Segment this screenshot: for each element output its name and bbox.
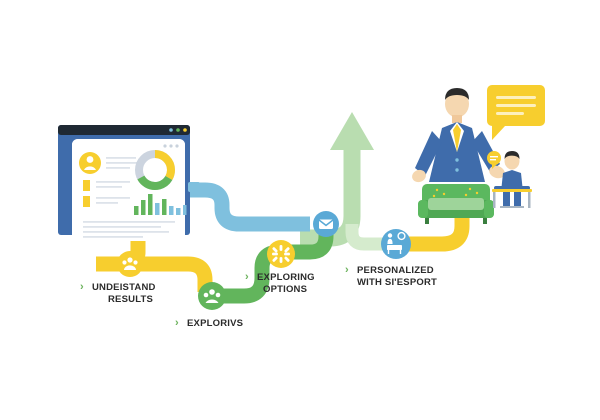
step-3-label-line1: EXPLORING	[257, 272, 315, 283]
speech-bubble	[487, 85, 545, 140]
donut-chart	[135, 150, 175, 190]
green-sofa	[418, 184, 494, 224]
step-4-label-line2: WITH SI'ESPORT	[357, 277, 438, 288]
step-4-chevron: ›	[345, 264, 349, 276]
path-green-light-branch	[345, 224, 396, 251]
path-yellow-right	[396, 214, 470, 252]
businessman-figure	[412, 88, 505, 183]
step-3-chevron: ›	[245, 271, 249, 283]
step-2-label-line1: EXPLORIVS	[187, 318, 244, 329]
user-avatar-icon	[79, 152, 101, 174]
step-1-label-line1: UNDEISTAND	[92, 282, 156, 293]
chat-badge-icon	[487, 151, 501, 169]
step-marker-1[interactable]	[117, 251, 143, 277]
step-2-chevron: ›	[175, 317, 179, 329]
mail-marker[interactable]	[313, 211, 339, 237]
step-1-label-line2: RESULTS	[108, 294, 154, 305]
card-dot-1	[163, 144, 167, 148]
path-blue	[150, 182, 310, 232]
step-1-chevron: ›	[80, 281, 84, 293]
step-marker-2[interactable]	[198, 282, 226, 310]
seated-person-figure	[487, 151, 532, 208]
step-4-label-line1: PERSONALIZED	[357, 265, 434, 276]
titlebar-dot-2	[176, 128, 180, 132]
step-marker-3[interactable]	[267, 240, 295, 268]
bar-chart	[134, 194, 187, 215]
titlebar-dot-1	[169, 128, 173, 132]
step-3-label-line2: OPTIONS	[263, 284, 308, 295]
card-dot-3	[175, 144, 179, 148]
titlebar-dot-3	[183, 128, 187, 132]
card-dot-2	[169, 144, 173, 148]
step-marker-4[interactable]	[381, 229, 411, 259]
